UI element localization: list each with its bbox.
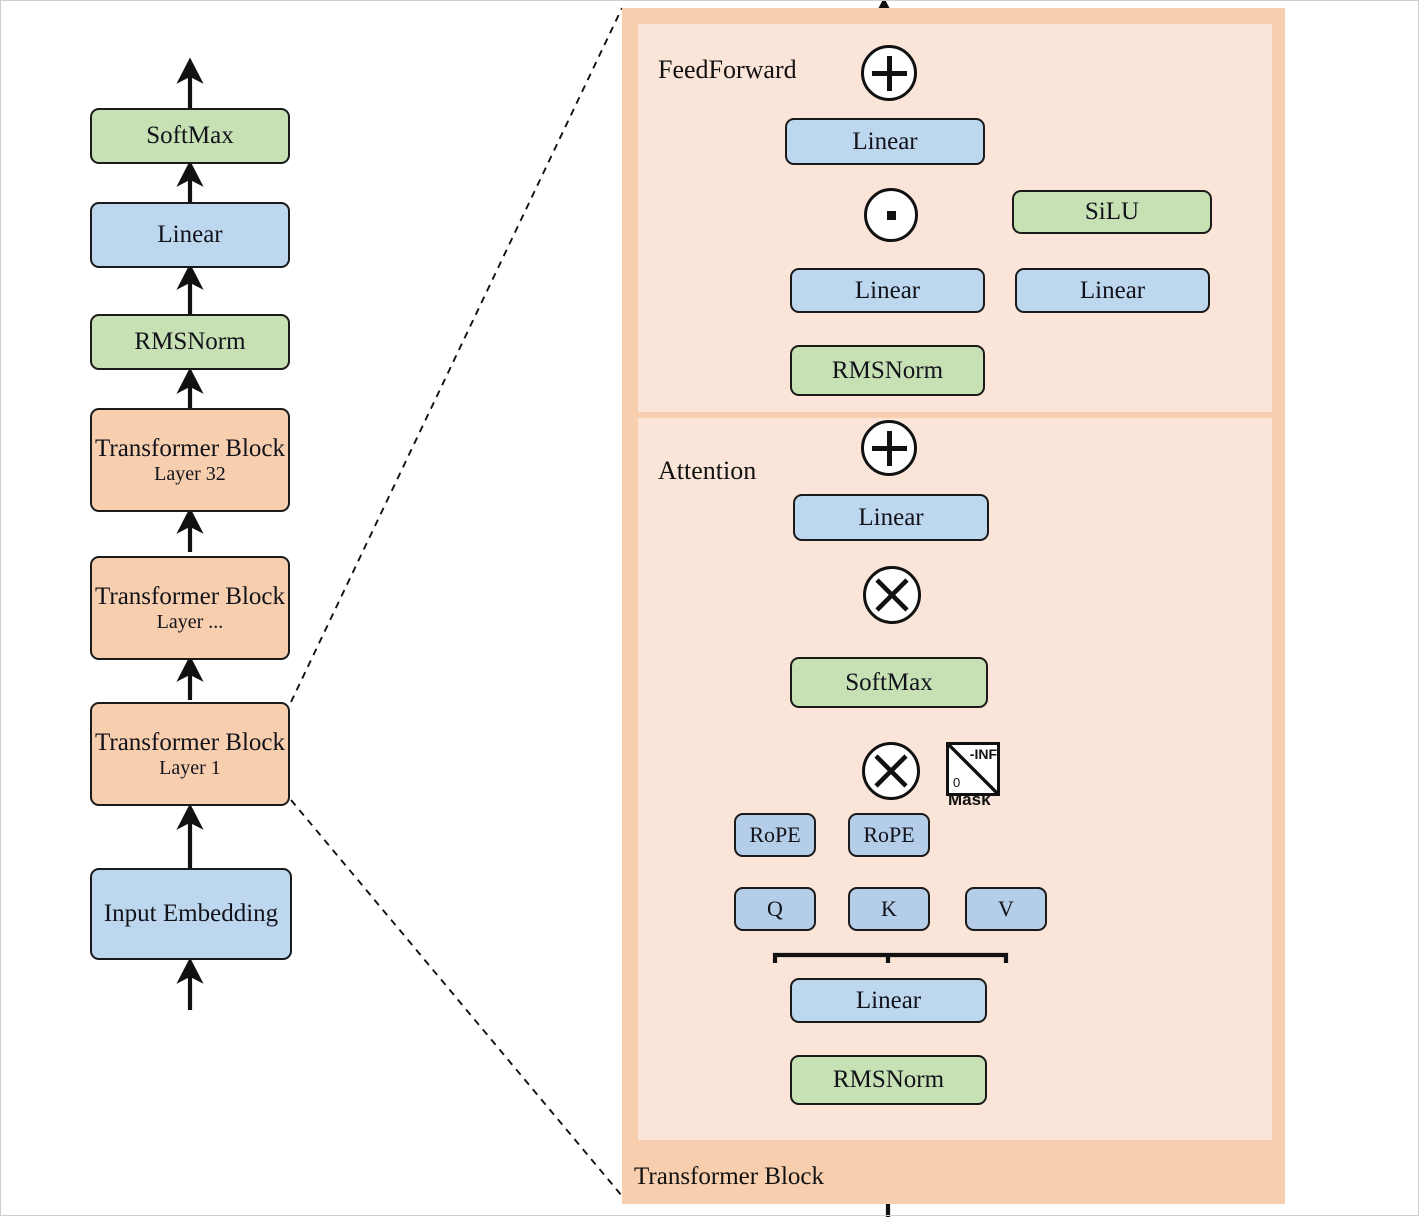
node-label: SoftMax	[845, 668, 933, 696]
mask-diagonal-icon	[949, 745, 997, 793]
attention-linear-qkv[interactable]: Linear	[790, 978, 987, 1023]
node-label: Linear	[855, 986, 922, 1014]
node-label: Linear	[852, 127, 918, 155]
attention-softmax[interactable]: SoftMax	[790, 657, 988, 708]
node-label: Linear	[858, 503, 924, 531]
attention-q[interactable]: Q	[734, 887, 816, 931]
node-transformer-block-mid[interactable]: Transformer Block Layer ...	[90, 556, 290, 660]
attention-rope-k[interactable]: RoPE	[848, 813, 930, 857]
feedforward-add-op[interactable]	[861, 45, 917, 101]
attention-linear-out[interactable]: Linear	[793, 494, 989, 541]
node-label: V	[998, 895, 1014, 921]
node-label: Linear	[1079, 276, 1146, 304]
attention-add-op[interactable]	[861, 420, 917, 476]
attention-mask-caption: Mask	[948, 790, 991, 809]
node-label: RMSNorm	[134, 328, 246, 355]
node-linear-head[interactable]: Linear	[90, 202, 290, 268]
node-label: Q	[767, 895, 783, 921]
node-transformer-block-32[interactable]: Transformer Block Layer 32	[90, 408, 290, 512]
node-label: Linear	[157, 221, 223, 248]
transformer-block-label: Transformer Block	[634, 1163, 825, 1190]
feedforward-linear-out[interactable]: Linear	[785, 118, 985, 165]
node-label: RMSNorm	[832, 1066, 945, 1093]
attention-rope-q[interactable]: RoPE	[734, 813, 816, 857]
attention-matmul-qk-op[interactable]	[862, 742, 920, 800]
attention-rmsnorm[interactable]: RMSNorm	[790, 1055, 987, 1105]
node-label: K	[881, 895, 897, 921]
times-icon	[875, 578, 909, 612]
node-input-embedding[interactable]: Input Embedding	[90, 868, 292, 960]
mask-lower-value: 0	[953, 775, 961, 790]
node-label: Linear	[854, 276, 921, 304]
node-label: RoPE	[863, 821, 915, 847]
node-label: SiLU	[1084, 198, 1140, 225]
mask-upper-value: -INF	[969, 746, 997, 762]
attention-matmul-v-op[interactable]	[863, 566, 921, 624]
node-sublabel: Layer 1	[159, 756, 221, 779]
node-sublabel: Layer 32	[154, 462, 226, 485]
feedforward-linear-gate[interactable]: Linear	[1015, 268, 1210, 313]
node-rmsnorm-final[interactable]: RMSNorm	[90, 314, 290, 370]
attention-k[interactable]: K	[848, 887, 930, 931]
node-label: RoPE	[749, 821, 801, 847]
feedforward-silu[interactable]: SiLU	[1012, 190, 1212, 234]
times-icon	[874, 754, 908, 788]
node-label: Transformer Block	[94, 728, 286, 756]
node-label: SoftMax	[146, 122, 234, 149]
node-softmax[interactable]: SoftMax	[90, 108, 290, 164]
node-label: Transformer Block	[94, 434, 286, 462]
attention-v[interactable]: V	[965, 887, 1047, 931]
node-transformer-block-1[interactable]: Transformer Block Layer 1	[90, 702, 290, 806]
feedforward-rmsnorm[interactable]: RMSNorm	[790, 345, 985, 396]
node-label: RMSNorm	[831, 356, 944, 384]
feedforward-multiply-op[interactable]	[864, 188, 918, 242]
node-label: Input Embedding	[103, 900, 279, 927]
feedforward-title: FeedForward	[658, 55, 797, 84]
feedforward-linear-up[interactable]: Linear	[790, 268, 985, 313]
node-label: Transformer Block	[94, 582, 286, 610]
attention-mask-icon: 0 -INF	[946, 742, 1000, 796]
node-sublabel: Layer ...	[156, 610, 224, 633]
attention-title: Attention	[658, 456, 757, 485]
